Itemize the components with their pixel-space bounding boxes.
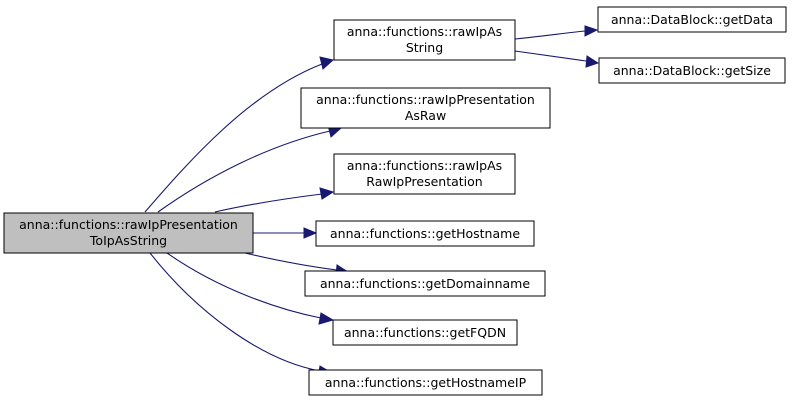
node-datablock-get-data[interactable]: anna::DataBlock::getData bbox=[597, 6, 787, 33]
edge-root-to-raw-ip-as-string bbox=[144, 56, 335, 213]
edge-root-to-raw-ip-as-raw-ip-presentation bbox=[214, 187, 335, 213]
edge-root-to-get-hostname bbox=[253, 227, 318, 239]
node-datablock-get-size-label: anna::DataBlock::getSize bbox=[613, 63, 771, 78]
node-raw-ip-as-string-line-2: String bbox=[406, 40, 443, 55]
node-raw-ip-presentation-as-raw-line-1: anna::functions::rawIpPresentation bbox=[316, 92, 535, 107]
edge-raw-ip-as-string-to-get-size bbox=[514, 50, 600, 68]
edge-root-to-raw-ip-presentation-as-raw bbox=[157, 124, 343, 213]
node-raw-ip-as-string[interactable]: anna::functions::rawIpAs String bbox=[333, 19, 516, 61]
node-datablock-get-size[interactable]: anna::DataBlock::getSize bbox=[598, 57, 786, 84]
node-get-domainname[interactable]: anna::functions::getDomainname bbox=[304, 270, 546, 297]
node-get-hostname-ip[interactable]: anna::functions::getHostnameIP bbox=[308, 369, 543, 396]
node-datablock-get-data-label: anna::DataBlock::getData bbox=[611, 12, 773, 27]
node-get-fqdn-label: anna::functions::getFQDN bbox=[344, 325, 506, 340]
edge-raw-ip-as-string-to-get-data bbox=[514, 25, 599, 40]
node-raw-ip-presentation-as-raw-line-2: AsRaw bbox=[405, 108, 446, 123]
node-get-fqdn[interactable]: anna::functions::getFQDN bbox=[332, 319, 518, 346]
node-get-domainname-label: anna::functions::getDomainname bbox=[320, 276, 530, 291]
node-get-hostname[interactable]: anna::functions::getHostname bbox=[315, 220, 535, 247]
node-raw-ip-as-raw-ip-presentation-line-2: RawIpPresentation bbox=[366, 174, 482, 189]
node-root-line-1: anna::functions::rawIpPresentation bbox=[19, 217, 238, 232]
node-raw-ip-as-raw-ip-presentation-line-1: anna::functions::rawIpAs bbox=[347, 158, 502, 173]
node-get-hostname-label: anna::functions::getHostname bbox=[330, 226, 520, 241]
node-raw-ip-as-raw-ip-presentation[interactable]: anna::functions::rawIpAs RawIpPresentati… bbox=[333, 153, 516, 195]
node-raw-ip-as-string-line-1: anna::functions::rawIpAs bbox=[347, 24, 502, 39]
edge-root-to-get-fqdn bbox=[166, 252, 335, 325]
node-root[interactable]: anna::functions::rawIpPresentation ToIpA… bbox=[3, 212, 254, 254]
node-root-line-2: ToIpAsString bbox=[89, 233, 167, 248]
node-raw-ip-presentation-as-raw[interactable]: anna::functions::rawIpPresentation AsRaw bbox=[300, 87, 551, 129]
node-get-hostname-ip-label: anna::functions::getHostnameIP bbox=[325, 375, 527, 390]
